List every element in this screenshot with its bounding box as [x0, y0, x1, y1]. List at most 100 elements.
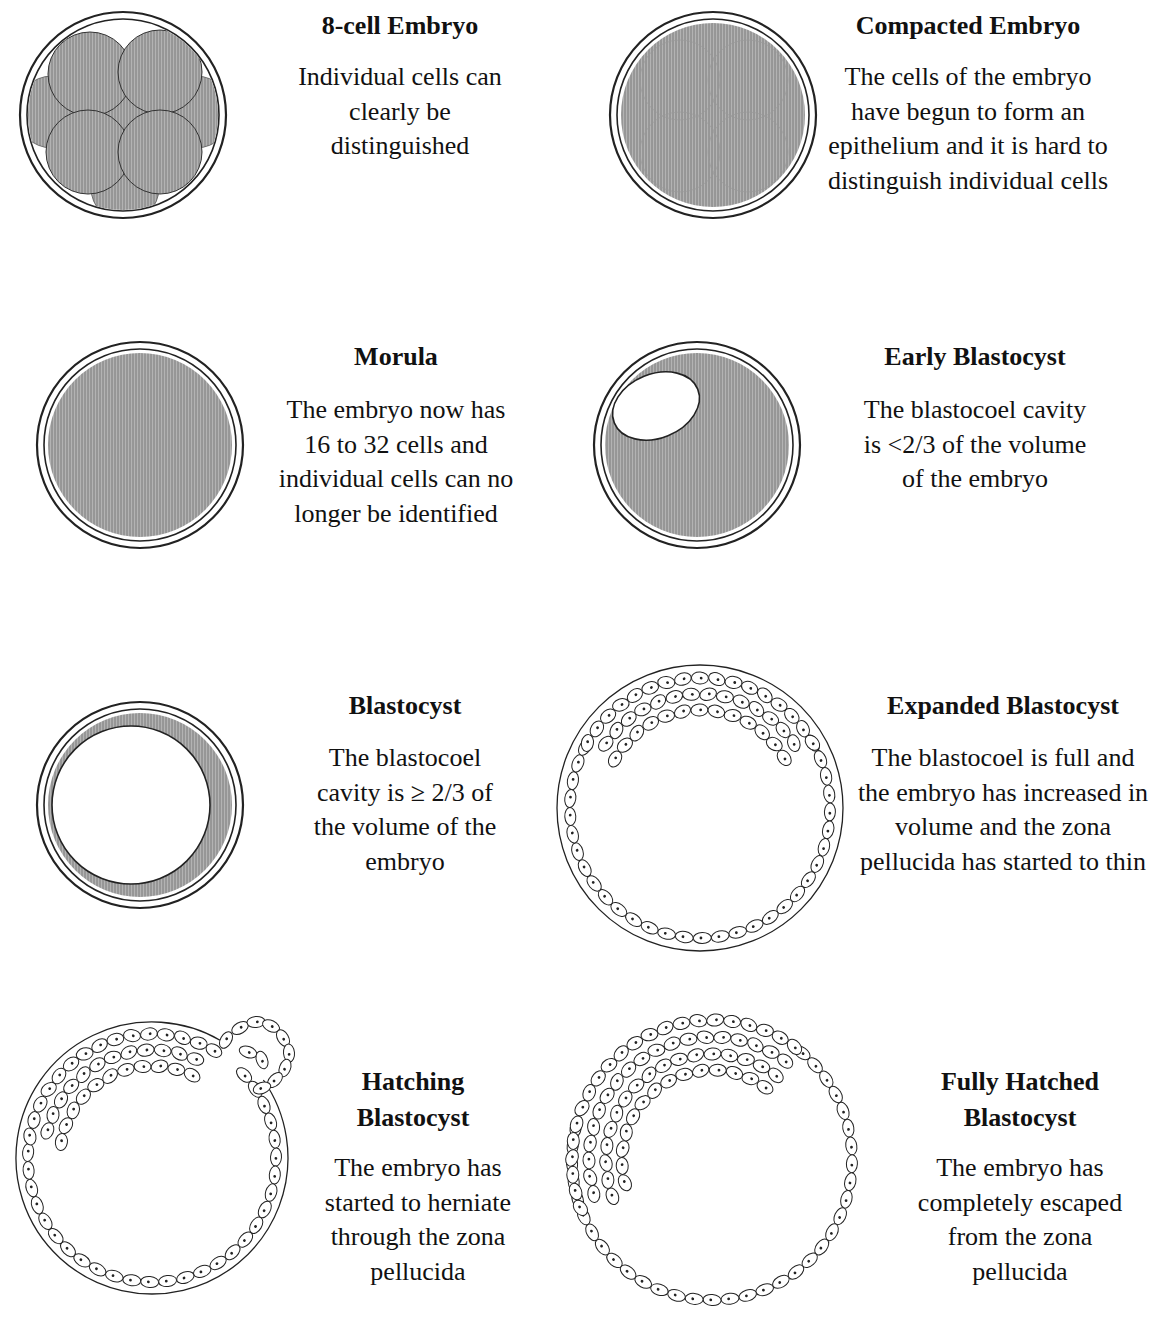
cell-nucleus	[572, 778, 575, 781]
cell	[255, 1094, 272, 1115]
cell-nucleus	[129, 1279, 132, 1282]
cell-nucleus	[615, 1111, 618, 1114]
cell-nucleus	[698, 1019, 701, 1022]
cell	[819, 766, 833, 786]
hatching-blastocyst	[16, 1016, 295, 1294]
cell-nucleus	[53, 1233, 57, 1237]
cell	[189, 1036, 208, 1051]
cell-membrane	[755, 1078, 776, 1097]
cell-membrane	[167, 1062, 186, 1077]
cell-nucleus	[708, 692, 711, 695]
cell-nucleus	[269, 1121, 273, 1125]
cell	[122, 1274, 141, 1287]
cell	[22, 1143, 35, 1162]
cell-nucleus	[778, 1281, 782, 1285]
cell-membrane	[657, 926, 677, 940]
blastocoel-cavity	[602, 359, 709, 452]
cell-nucleus	[695, 1053, 699, 1057]
cell-membrane	[709, 1064, 726, 1076]
cell-nucleus	[282, 1037, 286, 1041]
cell-nucleus	[610, 1193, 614, 1197]
cell-nucleus	[147, 1280, 150, 1283]
cell-membrane	[647, 1043, 665, 1057]
cell-nucleus	[671, 1041, 675, 1045]
cell-nucleus	[700, 937, 703, 940]
cell-nucleus	[592, 1191, 595, 1194]
cell-nucleus	[691, 1297, 694, 1300]
cell	[633, 701, 653, 719]
cell	[192, 1263, 213, 1280]
cell-membrane	[172, 1028, 193, 1047]
cell-nucleus	[43, 1218, 47, 1222]
cell-nucleus	[575, 849, 578, 852]
cell	[238, 1044, 259, 1060]
cell-nucleus	[801, 1052, 805, 1056]
cell	[696, 1029, 716, 1045]
cell-mass	[48, 713, 232, 897]
cell-membrane	[140, 1276, 159, 1289]
cell	[263, 1182, 279, 1202]
cell-membrane	[186, 1051, 206, 1067]
cell	[104, 1268, 125, 1284]
cell-membrane	[713, 1031, 731, 1044]
cell	[22, 1161, 35, 1180]
morula	[37, 342, 243, 548]
cell	[738, 1016, 759, 1035]
cell-membrane	[685, 1046, 706, 1065]
cell-membrane	[835, 1101, 852, 1122]
cell	[835, 1101, 852, 1122]
cell	[812, 749, 829, 770]
cell-nucleus	[838, 1216, 842, 1220]
cell-nucleus	[745, 1294, 749, 1298]
cell-membrane	[54, 1133, 68, 1152]
cell	[620, 1124, 633, 1142]
cell	[270, 1148, 282, 1167]
cell-membrane	[824, 803, 836, 821]
cell-membrane	[839, 1189, 854, 1209]
broken-zona	[16, 1022, 288, 1294]
cell-membrane	[567, 1132, 579, 1149]
cell-nucleus	[28, 1134, 31, 1137]
cell-nucleus	[751, 925, 755, 929]
cell-membrane	[582, 1151, 595, 1169]
cell-nucleus	[95, 1267, 99, 1271]
cell-nucleus	[782, 905, 786, 909]
cell-nucleus	[578, 1205, 582, 1209]
cell-membrane	[821, 820, 836, 840]
cell-membrane	[841, 1118, 855, 1138]
cell-nucleus	[822, 847, 825, 850]
cell-membrane	[691, 671, 709, 684]
cell-nucleus	[640, 1279, 644, 1283]
cell	[739, 679, 760, 697]
cell-nucleus	[656, 1049, 659, 1052]
cell-nucleus	[735, 931, 738, 934]
cell	[150, 1059, 169, 1075]
cell-nucleus	[729, 1054, 732, 1057]
cell-nucleus	[709, 1298, 712, 1301]
cell	[639, 919, 660, 936]
cell-nucleus	[674, 695, 678, 699]
cell	[691, 671, 709, 684]
cell-nucleus	[691, 693, 694, 696]
cell-nucleus	[770, 717, 774, 721]
cell-membrane	[657, 676, 675, 689]
cell	[802, 732, 822, 753]
cell	[786, 733, 802, 753]
cell-nucleus	[634, 693, 638, 697]
cell-nucleus	[60, 1139, 63, 1142]
cell-nucleus	[634, 1041, 638, 1045]
cell-nucleus	[631, 917, 635, 921]
cell-nucleus	[571, 831, 574, 834]
cell-nucleus	[99, 1043, 103, 1047]
cell-nucleus	[784, 1060, 788, 1064]
cell	[254, 1050, 270, 1071]
cell	[640, 1027, 659, 1042]
cell-nucleus	[624, 742, 628, 746]
cell-membrane	[672, 1016, 691, 1031]
cell-nucleus	[749, 686, 753, 690]
cell-nucleus	[573, 1189, 577, 1193]
cell-membrane	[786, 733, 802, 753]
cell-nucleus	[592, 1124, 595, 1127]
cell-nucleus	[717, 935, 720, 938]
cell-membrane	[802, 732, 822, 753]
